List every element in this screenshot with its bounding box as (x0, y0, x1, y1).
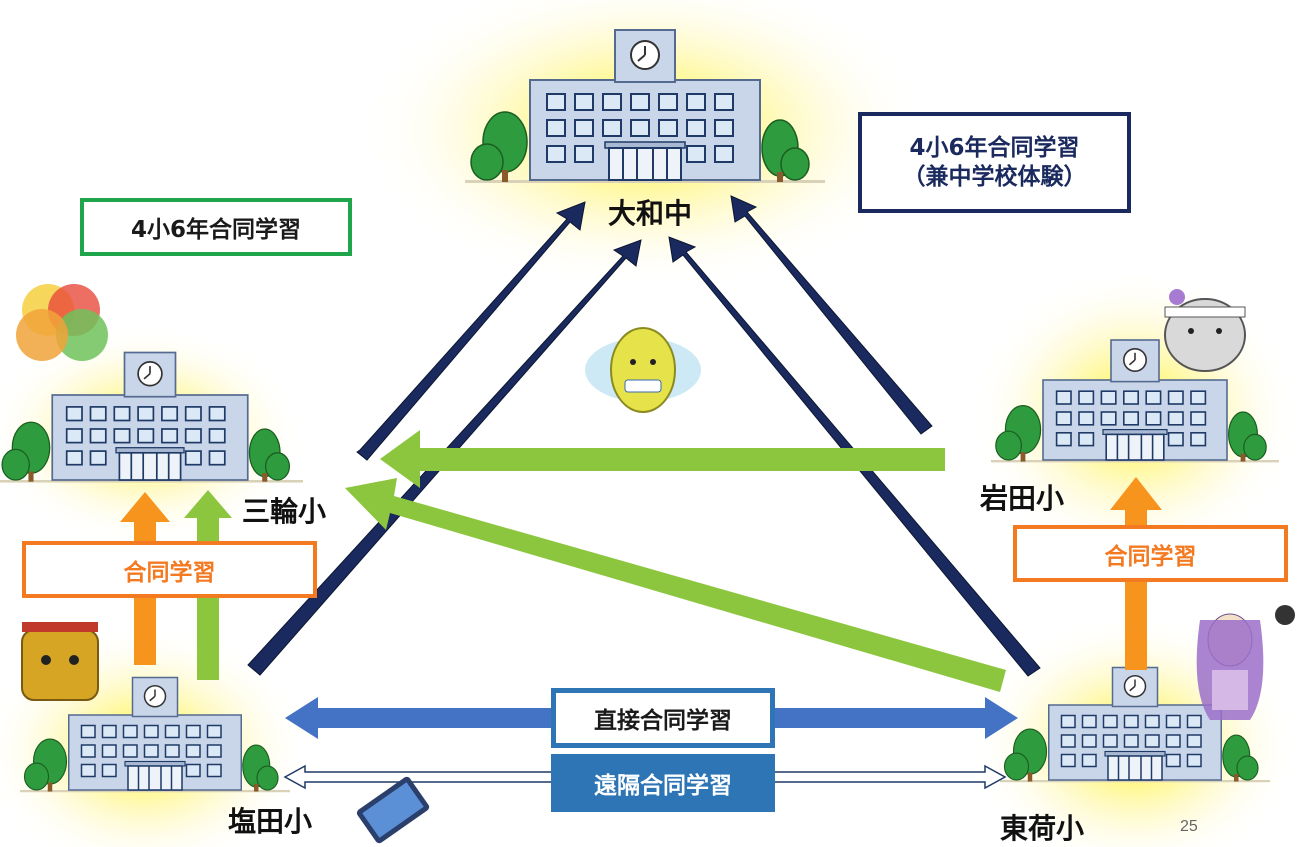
mascot-icon (16, 284, 108, 361)
label-remote-text: 遠隔合同学習 (594, 773, 732, 799)
arrow-iwata-to-yamato (730, 195, 933, 435)
label-box-four-school-jhs: 4小6年合同学習 （兼中学校体験） (858, 112, 1131, 213)
label-four-school-text: 4小6年合同学習 (130, 217, 301, 243)
label-box-direct: 直接合同学習 (551, 688, 775, 748)
tablet-icon (356, 776, 430, 844)
label-four-school-jhs-line2: （兼中学校体験） (902, 163, 1087, 190)
page-number: 25 (1180, 818, 1198, 835)
label-joint-left-text: 合同学習 (123, 559, 216, 586)
mascot-icon (1196, 605, 1295, 720)
arrow-toka-to-miwa (345, 478, 1006, 692)
label-box-remote: 遠隔合同学習 (551, 754, 775, 812)
mascot-icon (1164, 289, 1246, 372)
school-label-toka: 東荷小 (1000, 812, 1085, 845)
mascot-icon (21, 622, 99, 701)
arrow-iwata-to-miwa (380, 430, 945, 488)
arrow-miwa-to-yamato (356, 201, 586, 461)
school-label-miwa: 三輪小 (242, 495, 327, 528)
label-joint-right-text: 合同学習 (1104, 543, 1197, 570)
label-four-school-jhs-line1: 4小6年合同学習 (909, 134, 1080, 161)
label-box-joint-right: 合同学習 (1013, 525, 1288, 582)
school-label-shiota: 塩田小 (228, 805, 313, 838)
school-label-yamato: 大和中 (608, 197, 693, 230)
school-label-iwata: 岩田小 (980, 482, 1065, 515)
label-direct-text: 直接合同学習 (594, 708, 732, 734)
label-box-four-school: 4小6年合同学習 (80, 198, 352, 256)
label-box-joint-left: 合同学習 (22, 541, 317, 598)
mascot-icon (585, 327, 701, 413)
